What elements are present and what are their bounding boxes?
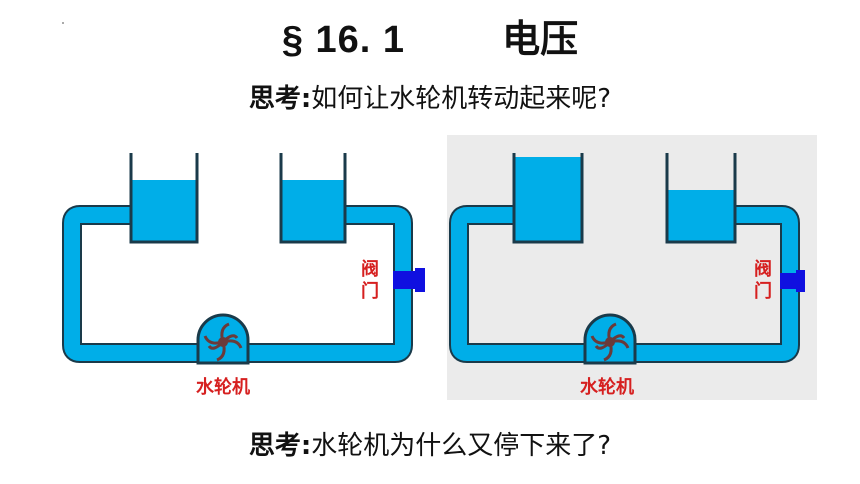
question-1-label: 思考: bbox=[248, 84, 312, 114]
left-container bbox=[129, 153, 199, 244]
turbine-label: 水轮机 bbox=[580, 377, 634, 398]
question-1-text: 如何让水轮机转动起来呢? bbox=[311, 84, 612, 114]
question-2: 思考:水轮机为什么又停下来了? bbox=[0, 425, 860, 462]
valve bbox=[780, 273, 796, 289]
left-container bbox=[512, 153, 584, 244]
turbine-icon bbox=[203, 322, 243, 362]
right-container-water bbox=[667, 190, 735, 242]
right-container bbox=[665, 153, 737, 244]
valve-label: 阀门 bbox=[754, 259, 772, 302]
valve-label: 阀门 bbox=[361, 259, 379, 302]
right-container-water bbox=[281, 180, 345, 242]
left-container-water bbox=[131, 180, 197, 242]
turbine-label: 水轮机 bbox=[196, 377, 250, 398]
turbine-icon bbox=[590, 322, 630, 362]
decorative-dot bbox=[62, 22, 64, 24]
water-circuit-diagram-left: 阀门 水轮机 bbox=[60, 135, 430, 400]
water-circuit-right-svg bbox=[449, 153, 805, 365]
water-circuit-diagram-right: 阀门 水轮机 bbox=[447, 135, 817, 400]
valve-handle bbox=[796, 270, 805, 292]
question-1: 思考:如何让水轮机转动起来呢? bbox=[0, 78, 860, 115]
question-2-text: 水轮机为什么又停下来了? bbox=[311, 431, 612, 461]
question-2-label: 思考: bbox=[248, 431, 312, 461]
slide-title: § 16. 1 电压 bbox=[0, 8, 860, 63]
valve bbox=[393, 271, 415, 289]
valve-handle bbox=[415, 268, 425, 292]
title-text: 电压 bbox=[502, 17, 579, 61]
water-circuit-left-svg bbox=[62, 153, 425, 365]
right-container bbox=[279, 153, 347, 244]
left-container-water bbox=[514, 157, 582, 242]
section-number: § 16. 1 bbox=[281, 19, 406, 61]
